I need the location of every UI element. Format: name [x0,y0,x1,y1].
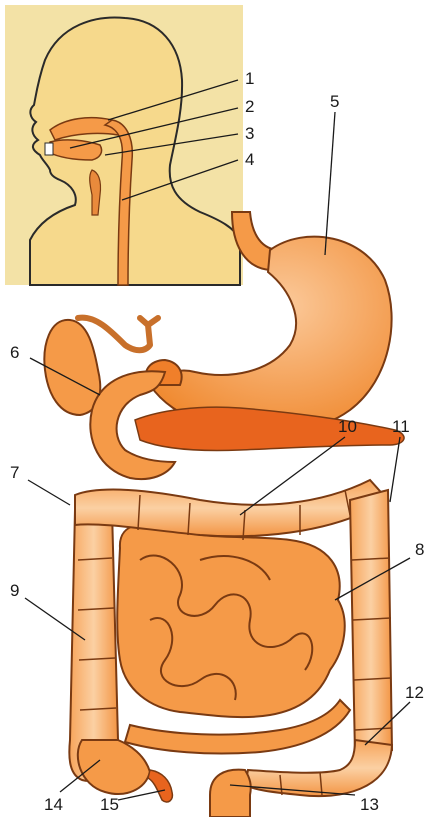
label-1: 1 [245,69,254,88]
label-10: 10 [338,417,357,436]
label-12: 12 [405,683,424,702]
cecum [78,740,150,794]
descending-colon [350,490,392,755]
label-15: 15 [100,795,119,814]
label-11: 11 [392,417,410,436]
leader-5 [325,112,335,255]
head-panel [5,5,243,285]
transverse-colon [75,480,388,536]
label-13: 13 [360,795,379,814]
leader-11 [390,437,400,502]
gallbladder [44,320,100,415]
rectum [210,770,251,817]
label-5: 5 [330,92,339,111]
small-intestine-mass [117,524,344,717]
label-2: 2 [245,97,254,116]
label-4: 4 [245,150,254,169]
label-9: 9 [10,581,19,600]
teeth [45,143,53,155]
small-intestine [117,524,350,754]
label-8: 8 [415,540,424,559]
appendix [148,770,172,802]
label-14: 14 [44,795,63,814]
label-6: 6 [10,343,19,362]
leader-7 [28,480,70,505]
pancreas [135,407,404,450]
label-7: 7 [10,463,19,482]
label-3: 3 [245,124,254,143]
